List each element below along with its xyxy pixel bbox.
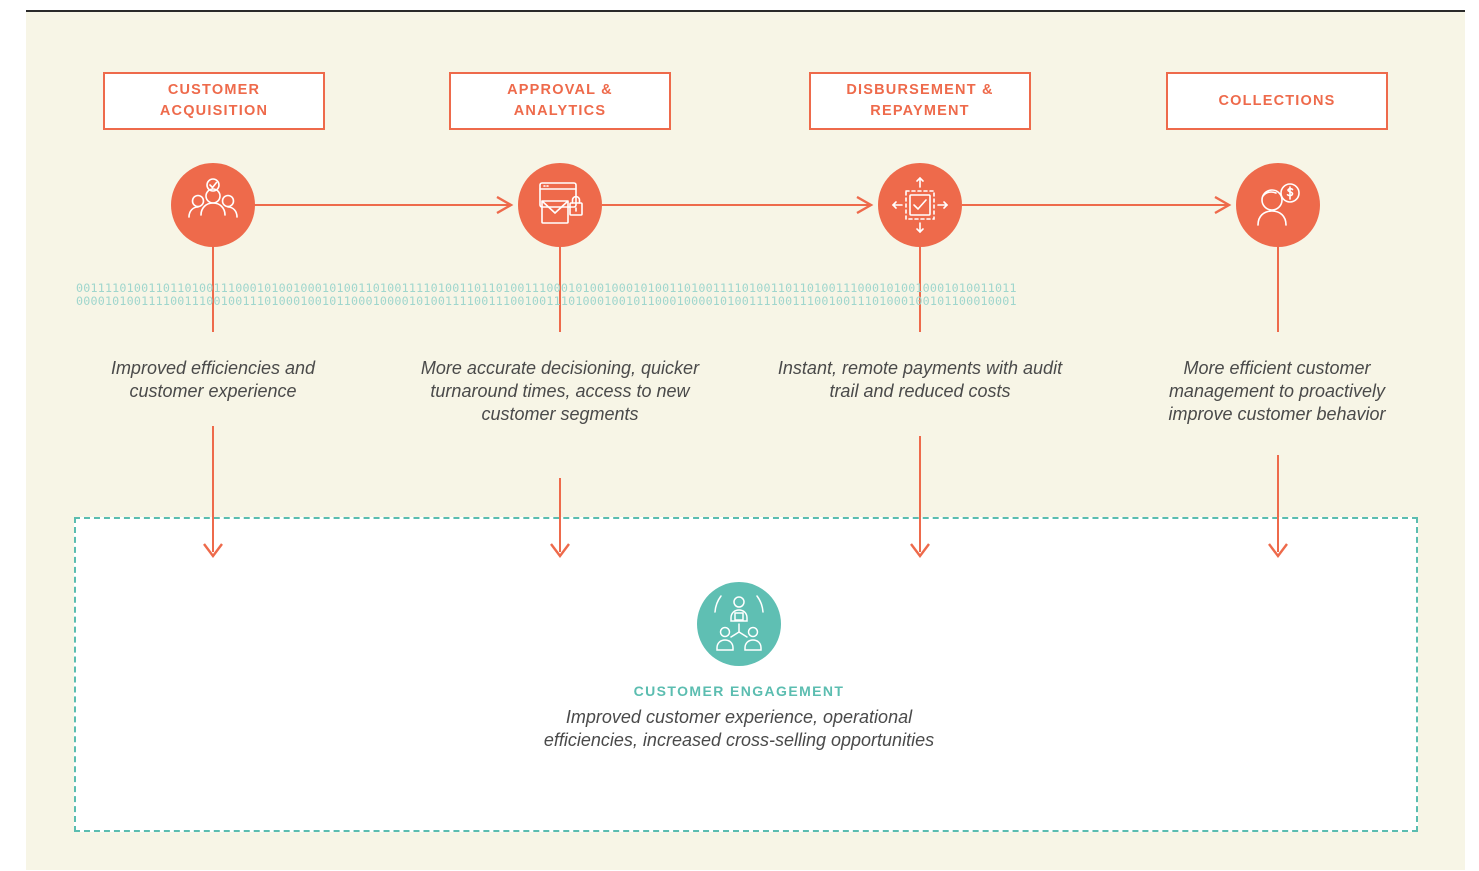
- stage-stem: [1277, 244, 1279, 332]
- down-arrowhead-icon: [203, 543, 223, 558]
- engagement-title: CUSTOMER ENGAGEMENT: [633, 683, 845, 699]
- stage-outcome-text: More accurate decisioning, quicker turna…: [420, 358, 700, 424]
- stage-box-customer-acquisition: CUSTOMER ACQUISITION: [103, 72, 325, 130]
- stage-stem: [559, 244, 561, 332]
- customer-engagement-box: [74, 517, 1418, 832]
- person-dollar-icon: [1236, 163, 1320, 247]
- group-check-icon: [171, 163, 255, 247]
- down-arrowhead-icon: [1268, 543, 1288, 558]
- document-arrows-icon: [878, 163, 962, 247]
- flow-connector: [602, 204, 870, 206]
- binary-strip-line-1: 0011110100110110100111000101001000101001…: [76, 282, 1017, 294]
- flow-connector: [962, 204, 1228, 206]
- stage-stem: [212, 244, 214, 332]
- down-arrow-line: [212, 426, 214, 552]
- arrowhead-icon: [856, 196, 874, 214]
- stage-outcome-text: Improved efficiencies and customer exper…: [110, 358, 316, 401]
- down-arrowhead-icon: [550, 543, 570, 558]
- engagement-description: Improved customer experience, operationa…: [543, 707, 935, 750]
- arrowhead-icon: [1214, 196, 1232, 214]
- arrowhead-icon: [496, 196, 514, 214]
- stage-outcome-text: Instant, remote payments with audit trai…: [777, 358, 1063, 401]
- down-arrow-line: [559, 478, 561, 552]
- stage-box-disbursement-repayment: DISBURSEMENT & REPAYMENT: [809, 72, 1031, 130]
- flow-connector: [254, 204, 510, 206]
- binary-strip-line-2: 0000101001111001110010011101000100101100…: [76, 295, 1017, 307]
- stage-box-collections: COLLECTIONS: [1166, 72, 1388, 130]
- down-arrowhead-icon: [910, 543, 930, 558]
- top-rule: [26, 10, 1465, 12]
- stage-outcome-text: More efficient customer management to pr…: [1168, 358, 1386, 424]
- stage-stem: [919, 244, 921, 332]
- down-arrow-line: [919, 436, 921, 552]
- down-arrow-line: [1277, 455, 1279, 552]
- stage-box-approval-analytics: APPROVAL & ANALYTICS: [449, 72, 671, 130]
- browser-mail-lock-icon: [518, 163, 602, 247]
- team-network-icon: [697, 582, 781, 666]
